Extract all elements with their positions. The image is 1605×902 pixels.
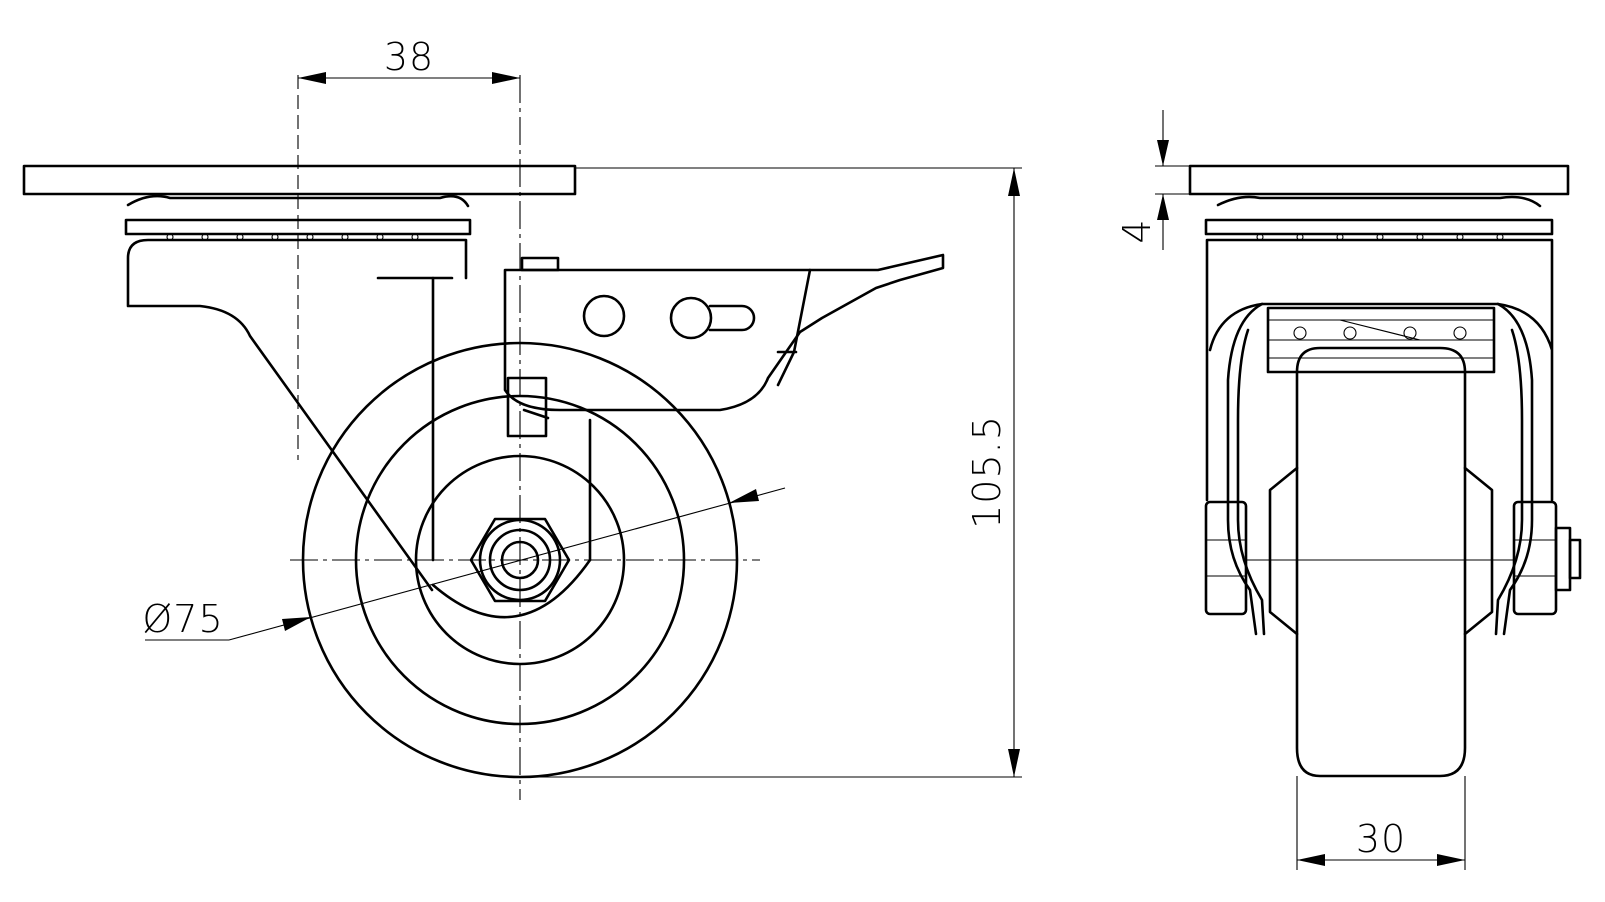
brake-slot — [708, 304, 756, 332]
front-hub — [1268, 466, 1494, 636]
pivot-hole-1 — [582, 294, 626, 338]
dim-4-label: 4 — [1115, 218, 1159, 243]
fork-hub-cover — [431, 558, 592, 619]
dim-diameter-75: Ø75 — [142, 487, 786, 641]
front-fork-arm-left — [1226, 302, 1266, 636]
dim-105-5-label: 105.5 — [965, 415, 1009, 529]
pivot-hole-2 — [669, 296, 713, 340]
front-wheel — [1295, 346, 1467, 778]
brake-bracket — [503, 253, 945, 412]
front-axle-nut-right — [1512, 500, 1582, 616]
brake-tab — [520, 256, 560, 272]
front-bearing-race — [1216, 195, 1542, 208]
fork-leg — [126, 238, 468, 592]
front-view: 4 30 — [1115, 110, 1582, 870]
dim-30: 30 — [1296, 776, 1466, 870]
top-plate — [22, 164, 577, 196]
dim-105-5: 105.5 — [520, 167, 1022, 778]
dim-diameter-label: Ø75 — [142, 597, 223, 641]
front-fork — [1205, 238, 1554, 502]
bearing-race — [126, 194, 470, 208]
brake-pedal — [776, 268, 812, 387]
front-axle-nut-left — [1204, 500, 1248, 616]
dim-38: 38 — [298, 35, 520, 84]
brake-shoe — [506, 376, 550, 438]
fork-body — [431, 276, 592, 562]
front-top-plate — [1188, 164, 1570, 196]
side-view: 38 105.5 Ø75 — [22, 35, 1022, 800]
dim-38-label: 38 — [384, 35, 434, 79]
front-brake-details — [1268, 319, 1494, 359]
front-fork-arm-right — [1494, 302, 1534, 636]
front-swivel-ring — [1204, 218, 1554, 236]
dim-4: 4 — [1115, 110, 1190, 250]
dim-30-label: 30 — [1356, 817, 1406, 861]
